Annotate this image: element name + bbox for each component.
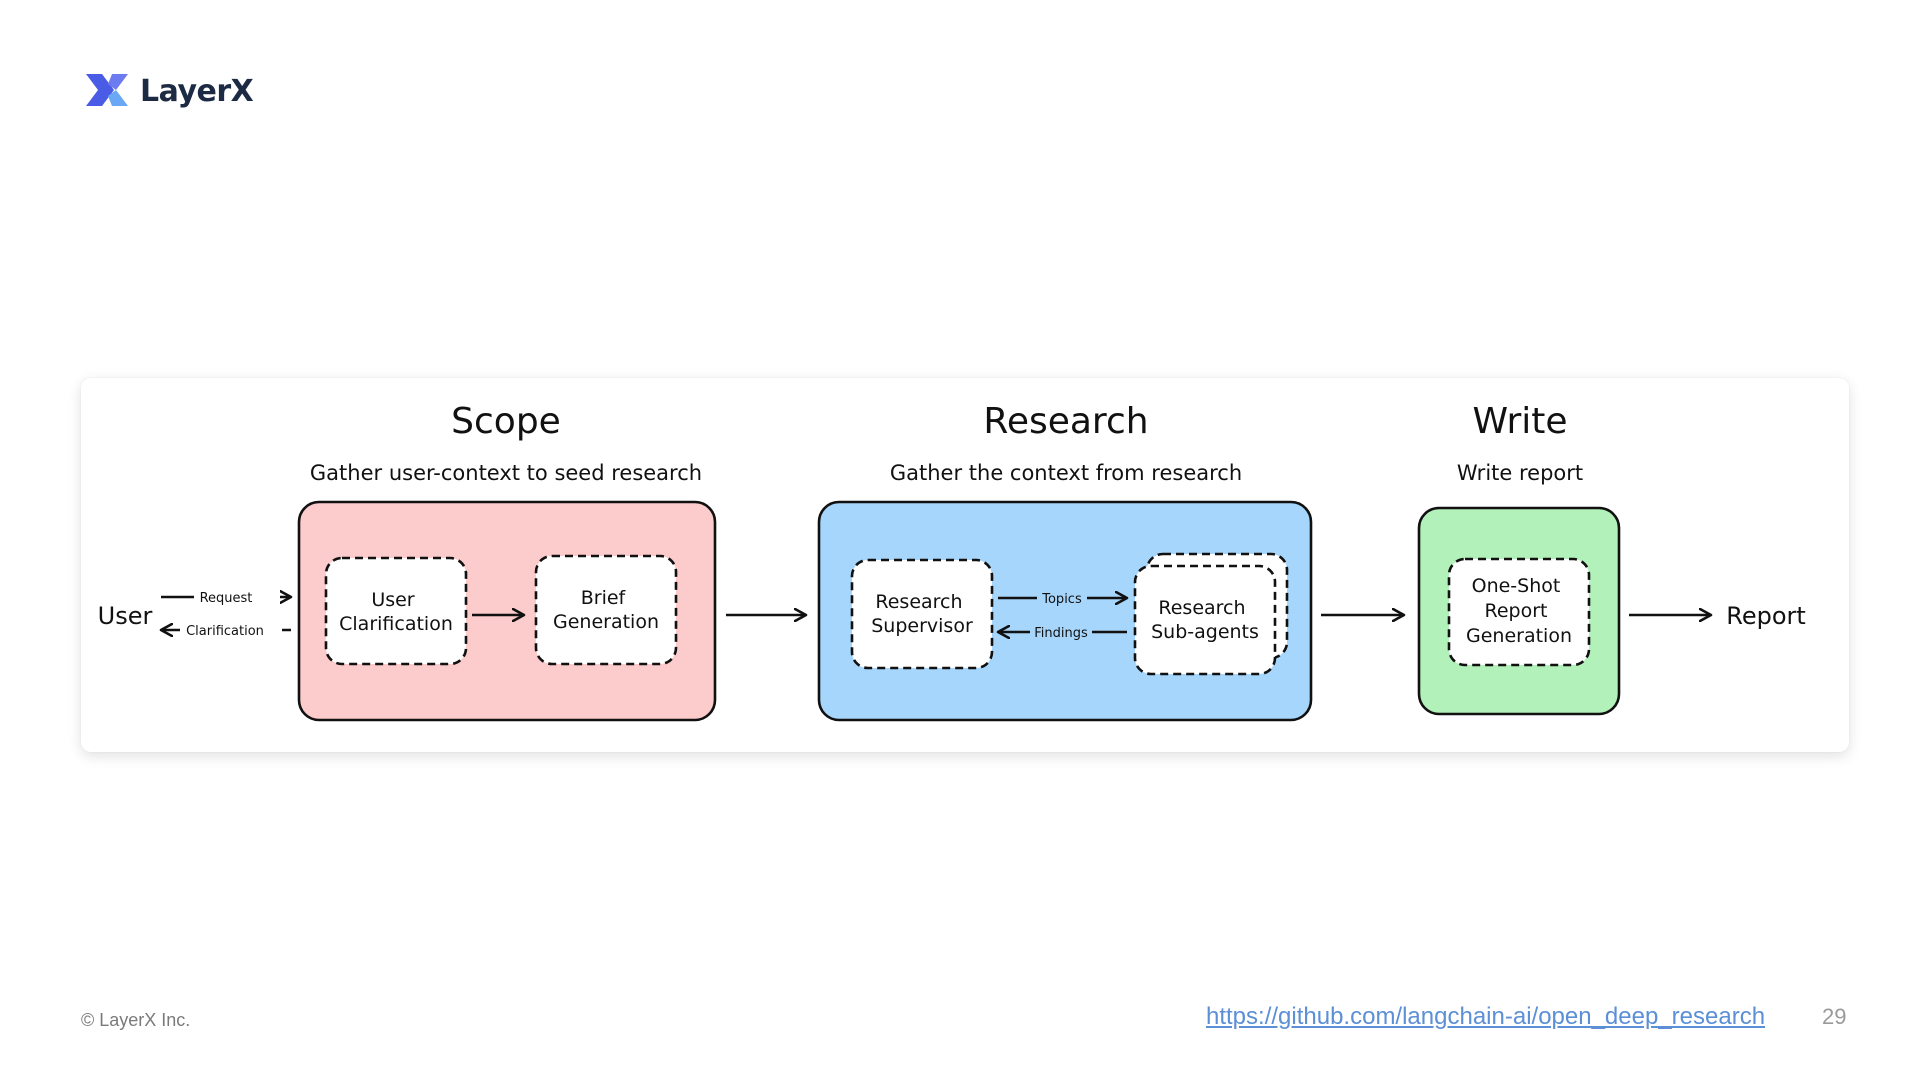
node-one-shot-report-line3: Generation (1466, 625, 1572, 647)
node-user-clarification (324, 556, 468, 666)
node-one-shot-report-line1: One-Shot (1472, 575, 1561, 597)
request-label: Request (200, 591, 253, 606)
page-number: 29 (1822, 1004, 1847, 1029)
node-brief-generation-line1: Brief (581, 587, 627, 609)
user-label: User (98, 602, 153, 630)
brand-logo: LayerX (84, 70, 254, 112)
svg-text:Research Sub-agents: Research Sub-agents (1151, 597, 1259, 643)
layerx-logo-icon (86, 74, 128, 106)
node-one-shot-report (1447, 557, 1591, 667)
svg-text:User Clarification: User Clarification (339, 589, 453, 635)
report-label: Report (1726, 602, 1806, 630)
stage-subtitle-write: Write report (1457, 461, 1583, 485)
stage-title-scope: Scope (451, 401, 561, 442)
svg-text:Brief Generation: Brief Generation (553, 587, 659, 633)
stage-title-write: Write (1472, 401, 1567, 442)
footer-source-link[interactable]: https://github.com/langchain-ai/open_dee… (1206, 1003, 1766, 1030)
svg-text:Research Supervisor: Research Supervisor (871, 591, 973, 637)
deep-research-diagram: Scope Research Write Gather user-context… (98, 401, 1806, 722)
stage-subtitle-scope: Gather user-context to seed research (310, 461, 702, 485)
node-research-subagents-line2: Sub-agents (1151, 621, 1259, 643)
findings-label: Findings (1034, 626, 1088, 641)
node-research-subagents-line1: Research (1158, 597, 1245, 619)
footer-copyright: © LayerX Inc. (81, 1010, 191, 1030)
node-user-clarification-line1: User (371, 589, 414, 611)
node-research-supervisor (850, 558, 994, 670)
node-research-supervisor-line1: Research (875, 591, 962, 613)
node-research-subagents (1133, 564, 1277, 676)
stage-title-research: Research (983, 401, 1148, 442)
topics-label: Topics (1041, 592, 1082, 607)
node-brief-generation (534, 554, 678, 666)
svg-text:One-Shot Report Genera: One-Shot Report Generation (1466, 575, 1572, 647)
node-brief-generation-line2: Generation (553, 611, 659, 633)
node-one-shot-report-line2: Report (1484, 600, 1547, 622)
node-research-supervisor-line2: Supervisor (871, 615, 973, 637)
brand-name: LayerX (140, 73, 254, 109)
node-user-clarification-line2: Clarification (339, 613, 453, 635)
clarification-label: Clarification (186, 624, 264, 639)
stage-subtitle-research: Gather the context from research (890, 461, 1242, 485)
